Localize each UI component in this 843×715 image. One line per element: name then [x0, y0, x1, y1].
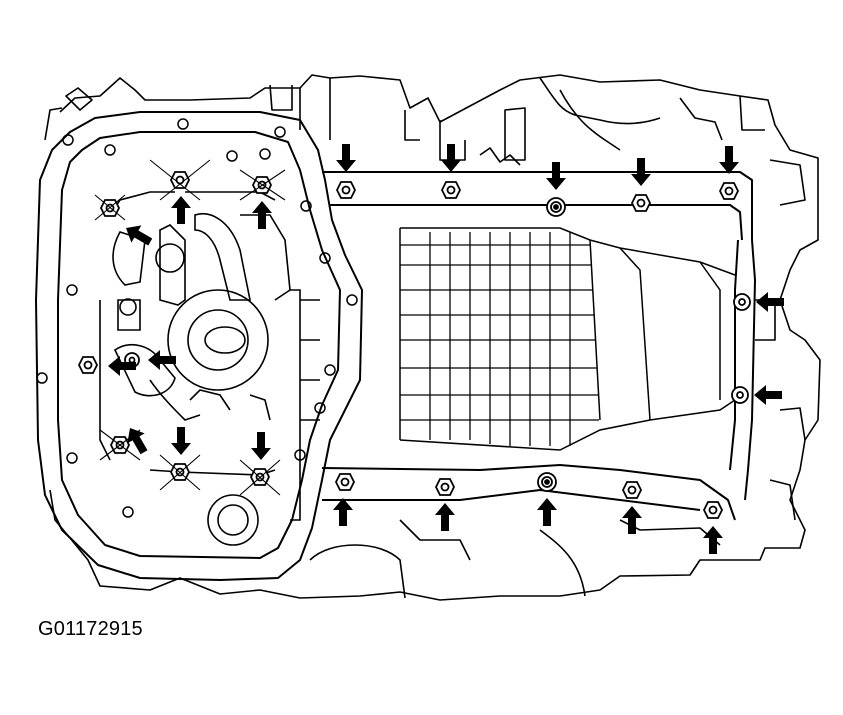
oil-pan-sump — [399, 227, 736, 451]
flange-holes — [36, 118, 358, 518]
bolt-arrow — [252, 201, 272, 229]
bolt-arrow — [756, 292, 784, 312]
bolt — [731, 386, 749, 404]
bolt-arrow — [333, 498, 353, 526]
bolt-crosshairs — [94, 159, 286, 496]
bolt-arrow — [336, 144, 356, 172]
bolt-arrow — [622, 506, 642, 534]
bolt-arrow — [537, 498, 557, 526]
bolt — [621, 481, 643, 499]
figure-code: G01172915 — [38, 618, 143, 640]
bolt — [334, 473, 356, 491]
bolt — [537, 472, 557, 492]
arrows — [108, 144, 784, 554]
bolt-arrow — [126, 225, 153, 246]
bolt-arrow — [754, 385, 782, 405]
bolt-arrow — [148, 350, 176, 370]
bolt-arrow — [435, 503, 455, 531]
bolt-arrow — [127, 428, 148, 455]
engine-block-outline — [44, 74, 821, 601]
bolt-arrow — [719, 146, 739, 174]
bolt — [440, 181, 462, 199]
bolt — [335, 181, 357, 199]
bolt-arrow — [441, 144, 461, 172]
bolt-arrow — [251, 432, 271, 460]
bolt-arrow — [631, 158, 651, 186]
bolt — [546, 197, 566, 217]
bolt — [434, 478, 456, 496]
bolt — [169, 171, 191, 189]
bolt — [77, 356, 99, 374]
bolt-arrow — [703, 526, 723, 554]
oil-pan-flange — [35, 111, 756, 581]
bolt — [733, 293, 751, 311]
bolt — [251, 176, 273, 194]
bolt — [718, 182, 740, 200]
bolt-arrow — [171, 196, 191, 224]
bolt — [702, 501, 724, 519]
bolt-arrow — [171, 427, 191, 455]
bolt-arrow — [546, 162, 566, 190]
sump-ribs — [400, 232, 599, 446]
bolt — [630, 194, 652, 212]
bolt-arrow — [108, 356, 136, 376]
